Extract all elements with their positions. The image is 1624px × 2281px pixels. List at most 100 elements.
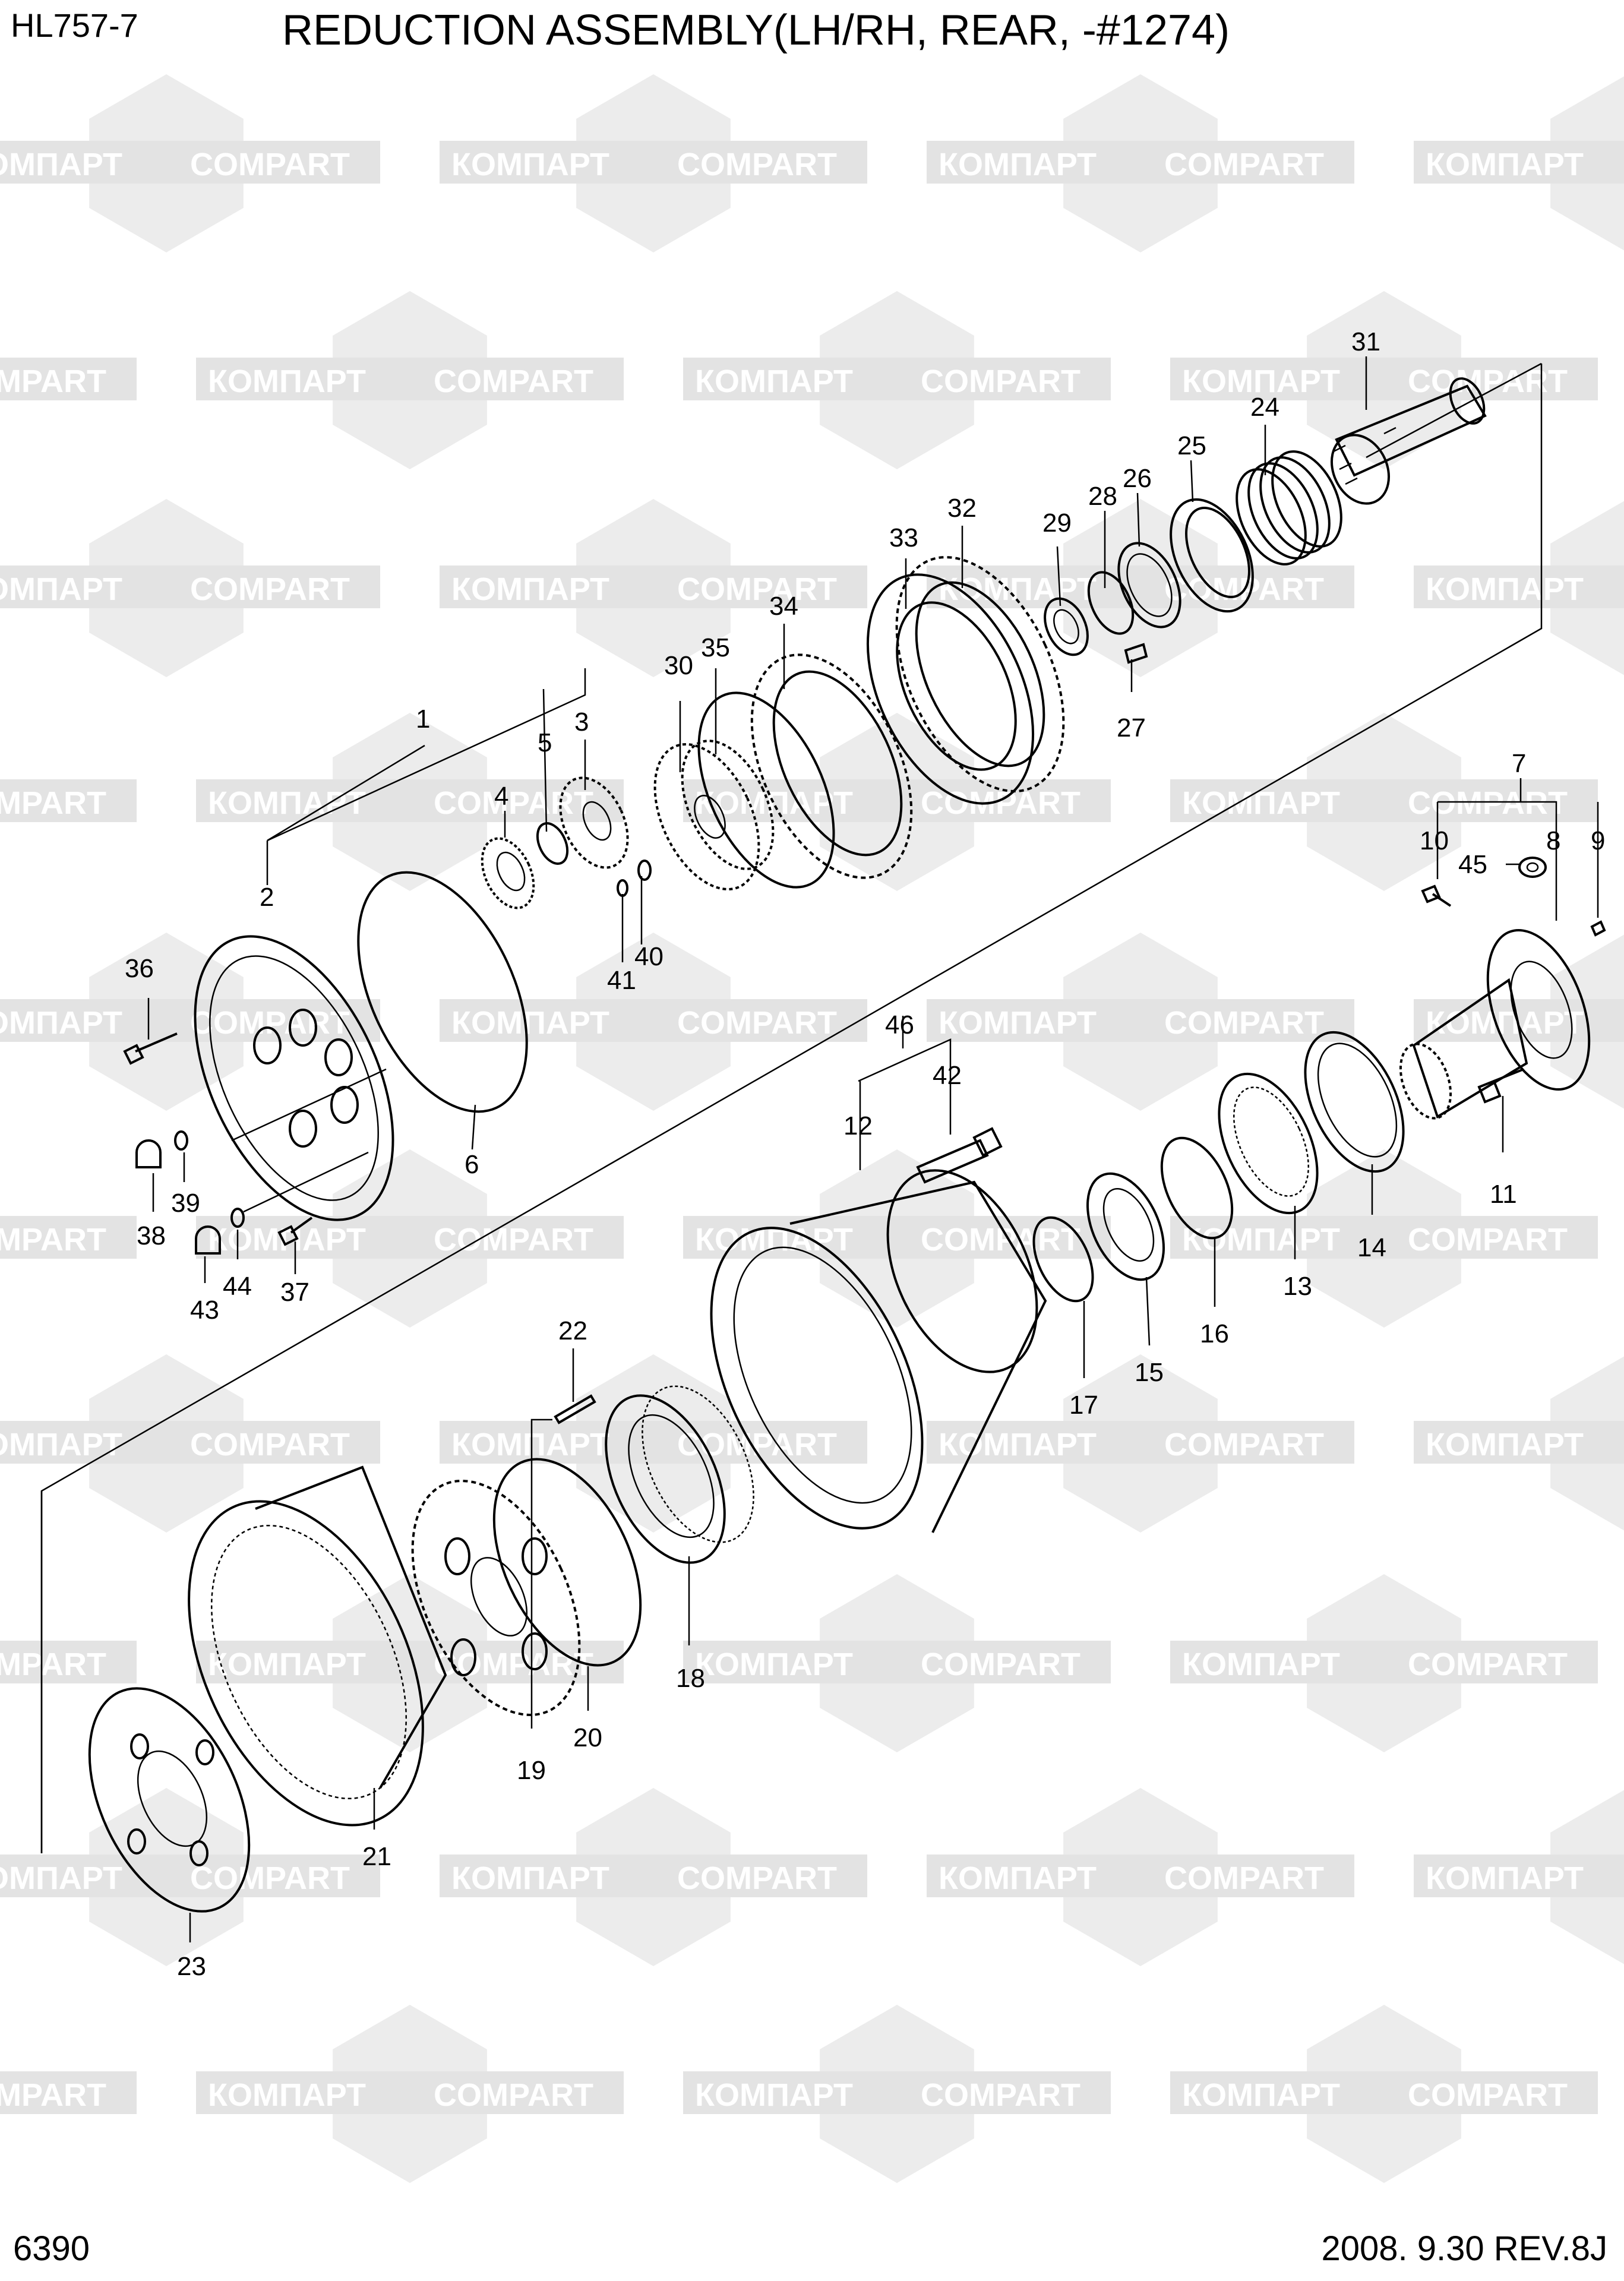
svg-text:КОМПАРТ: КОМПАРТ [451, 1005, 609, 1041]
callout-38: 38 [137, 1221, 166, 1250]
svg-text:COMPART: COMPART [677, 147, 837, 182]
svg-text:COMPART: COMPART [0, 364, 106, 399]
watermark-tile: КОМПАРТ COMPART [927, 1354, 1354, 1533]
callout-40: 40 [634, 942, 663, 971]
watermark-tile: КОМПАРТ COMPART [1170, 713, 1598, 891]
callout-15: 15 [1135, 1358, 1164, 1387]
part-14-seal [1304, 1031, 1405, 1173]
callout-28: 28 [1088, 482, 1117, 511]
svg-text:КОМПАРТ: КОМПАРТ [208, 1222, 366, 1258]
part-45-washer [1518, 857, 1547, 878]
svg-text:COMPART: COMPART [1164, 1860, 1324, 1896]
callout-14: 14 [1357, 1233, 1386, 1262]
model-code: HL757-7 [11, 7, 138, 44]
svg-text:COMPART: COMPART [921, 364, 1080, 399]
part-9-pin [1590, 920, 1606, 937]
svg-text:COMPART: COMPART [1408, 785, 1568, 821]
callout-41: 41 [607, 966, 636, 995]
svg-text:КОМПАРТ: КОМПАРТ [1426, 147, 1584, 182]
callout-36: 36 [125, 954, 154, 983]
part-43-plug [195, 1225, 221, 1255]
callout-18: 18 [676, 1664, 705, 1693]
part-5-ring [536, 822, 569, 865]
callout-24: 24 [1250, 393, 1279, 422]
part-27-clip [1124, 643, 1148, 664]
callout-17: 17 [1069, 1391, 1098, 1420]
svg-text:КОМПАРТ: КОМПАРТ [1426, 1860, 1584, 1896]
watermark-tile: КОМПАРТ COMPART [440, 933, 867, 1111]
svg-text:COMPART: COMPART [1164, 1427, 1324, 1462]
part-23-cover-plate [88, 1687, 251, 1913]
callout-25: 25 [1177, 431, 1206, 460]
callout-44: 44 [223, 1272, 252, 1301]
svg-text:КОМПАРТ: КОМПАРТ [451, 1427, 609, 1462]
svg-text:COMPART: COMPART [434, 1222, 593, 1258]
part-2-cover [194, 935, 394, 1221]
part-36-bolt [123, 1032, 178, 1065]
callout-31: 31 [1351, 327, 1380, 356]
svg-text:КОМПАРТ: КОМПАРТ [208, 785, 366, 821]
part-29-washer [1044, 597, 1089, 656]
svg-text:КОМПАРТ: КОМПАРТ [0, 571, 122, 607]
svg-text:COMPART: COMPART [190, 1860, 350, 1896]
svg-text:КОМПАРТ: КОМПАРТ [1182, 2077, 1340, 2113]
part-44-o-ring [230, 1208, 245, 1228]
part-13-bearing [1218, 1072, 1319, 1215]
svg-text:КОМПАРТ: КОМПАРТ [939, 1860, 1097, 1896]
callout-22: 22 [558, 1316, 587, 1345]
callout-10: 10 [1420, 826, 1449, 855]
svg-text:COMPART: COMPART [921, 2077, 1080, 2113]
svg-text:КОМПАРТ: КОМПАРТ [939, 1427, 1097, 1462]
part-20-snap-ring [492, 1458, 642, 1667]
callout-35: 35 [701, 633, 730, 662]
svg-text:КОМПАРТ: КОМПАРТ [695, 364, 853, 399]
callout-13: 13 [1283, 1272, 1312, 1301]
callout-32: 32 [947, 494, 977, 523]
part-37-bolt [277, 1217, 313, 1246]
part-19-gear-hub [411, 1480, 581, 1716]
svg-text:COMPART: COMPART [921, 1647, 1080, 1682]
svg-text:COMPART: COMPART [434, 785, 593, 821]
svg-text:КОМПАРТ: КОМПАРТ [451, 1860, 609, 1896]
svg-text:COMPART: COMPART [677, 1005, 837, 1041]
part-21-ring-gear [188, 1465, 447, 1827]
part-42-stud [916, 1127, 1003, 1184]
part-3-gear [559, 776, 629, 869]
part-34-ring-gear [750, 653, 913, 879]
callout-12: 12 [843, 1111, 873, 1140]
callout-37: 37 [280, 1278, 309, 1307]
svg-text:КОМПАРТ: КОМПАРТ [0, 1427, 122, 1462]
part-12-housing [710, 1169, 1047, 1533]
svg-text:КОМПАРТ: КОМПАРТ [1182, 785, 1340, 821]
part-35-snap-ring [697, 691, 835, 889]
watermark-tile: КОМПАРТ COMPART [927, 1788, 1354, 1966]
part-17-ring [1032, 1216, 1094, 1303]
callout-1: 1 [416, 704, 430, 734]
part-24-spring [1236, 450, 1342, 565]
part-6-o-ring [357, 871, 528, 1113]
svg-text:КОМПАРТ: КОМПАРТ [1426, 1005, 1584, 1041]
svg-text:COMPART: COMPART [0, 1647, 106, 1682]
svg-text:КОМПАРТ: КОМПАРТ [695, 2077, 853, 2113]
part-11-bolt [1477, 1068, 1524, 1104]
svg-text:COMPART: COMPART [1408, 1222, 1568, 1258]
callout-29: 29 [1042, 508, 1072, 538]
svg-text:КОМПАРТ: КОМПАРТ [1182, 1647, 1340, 1682]
part-41-washer [617, 879, 628, 897]
svg-text:COMPART: COMPART [677, 1860, 837, 1896]
svg-text:КОМПАРТ: КОМПАРТ [695, 1647, 853, 1682]
